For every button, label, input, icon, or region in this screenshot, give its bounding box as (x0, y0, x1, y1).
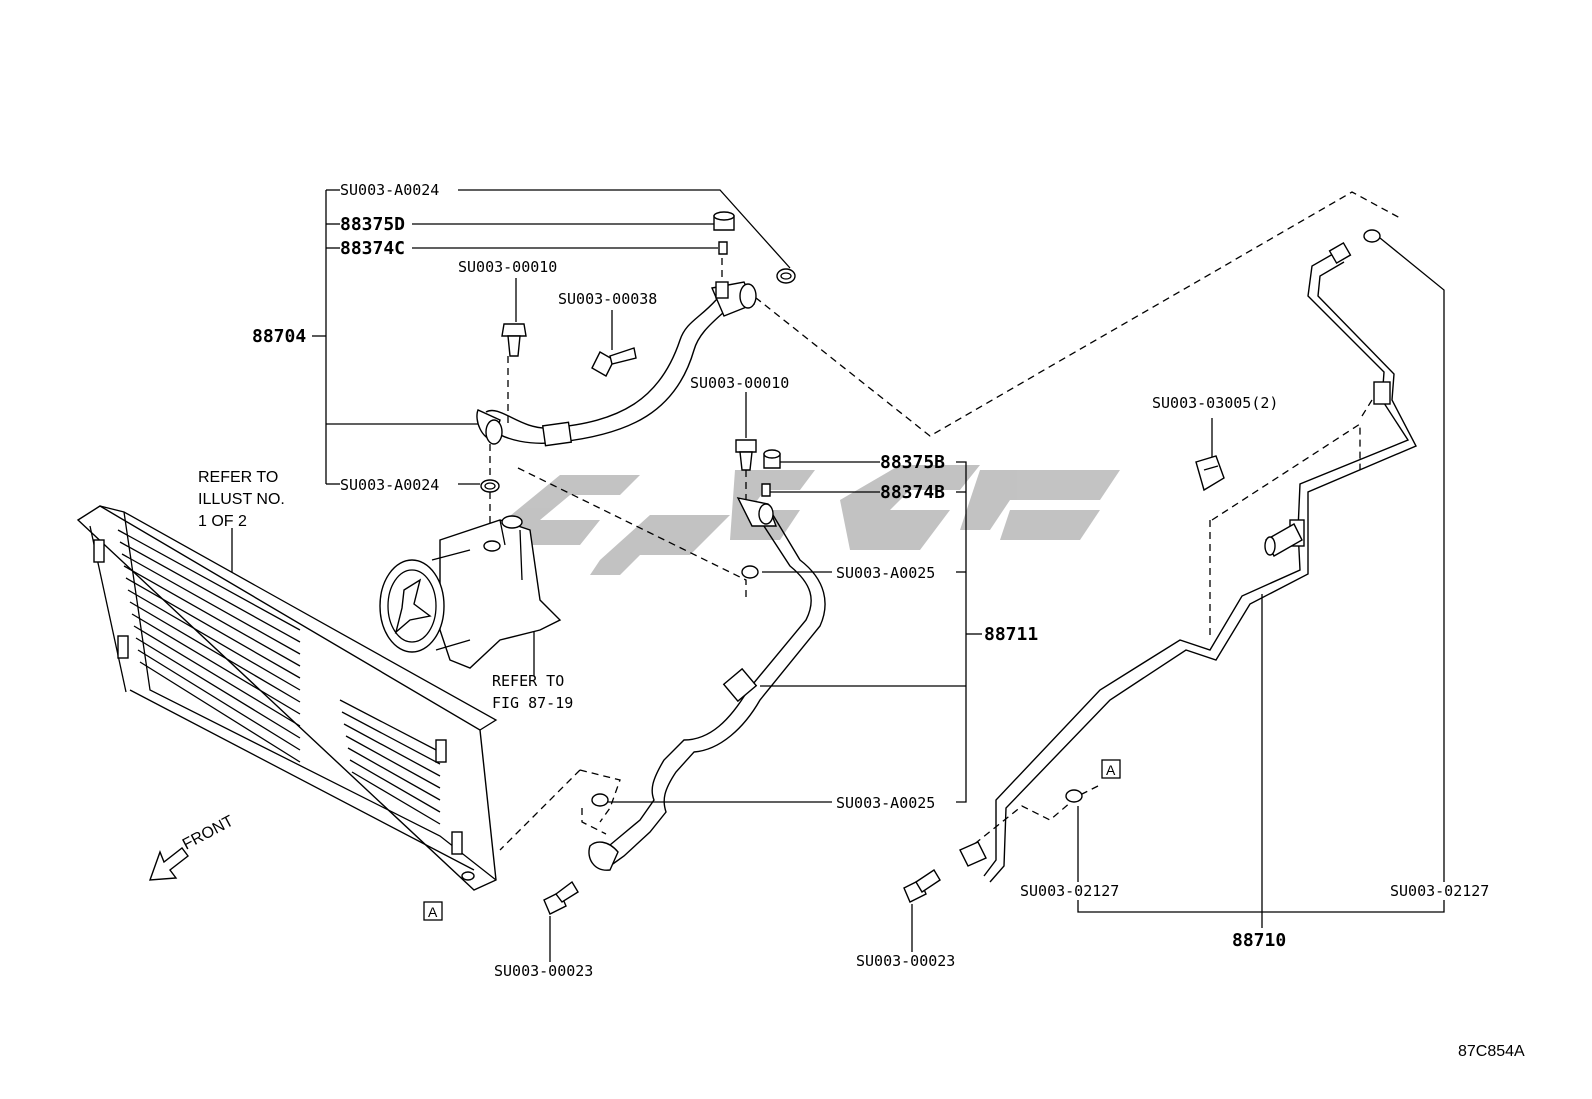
clamp-su003-03005 (1195, 455, 1225, 492)
label-su003-03005: SU003-03005(2) (1152, 394, 1278, 412)
figure-id: 87C854A (1458, 1043, 1525, 1060)
label-su003-00010-a: SU003-00010 (458, 258, 557, 276)
valve-core-88374c (718, 241, 728, 255)
label-su003-a0024-top: SU003-A0024 (340, 181, 439, 199)
pipe-joint (1373, 381, 1391, 405)
front-label: FRONT (180, 813, 237, 854)
compressor-clutch-hub (394, 578, 432, 634)
refer-fig-line2: FIG 87-19 (492, 694, 573, 712)
label-su003-02127-right: SU003-02127 (1390, 882, 1489, 900)
hose-88704 (476, 281, 757, 447)
o-ring-a0024-top (776, 268, 796, 284)
bolt-su003-00023-left (543, 880, 579, 915)
hose-sleeve-2 (722, 667, 758, 703)
condenser (76, 505, 498, 891)
pipe-end-fitting (1328, 241, 1352, 265)
bracket-88710 (1077, 237, 1445, 928)
bracket-88704 (312, 189, 791, 485)
condenser-port (461, 871, 475, 881)
label-su003-a0024-bottom: SU003-A0024 (340, 476, 439, 494)
bolt-su003-00038 (591, 347, 637, 377)
refer-fig-line1: REFER TO (492, 672, 564, 690)
watermark-logo (505, 465, 1120, 575)
condenser-bracket-2 (117, 635, 129, 659)
o-ring-a0024-bottom (480, 479, 500, 493)
callout-box-a-left (423, 901, 443, 921)
condenser-fins (117, 529, 441, 825)
label-88375d: 88375D (340, 214, 405, 235)
label-88374c: 88374C (340, 238, 405, 259)
label-su003-a0025-bottom: SU003-A0025 (836, 794, 935, 812)
small-parts (480, 211, 1381, 915)
o-ring-02127-right (1363, 229, 1381, 243)
compressor (379, 515, 562, 669)
label-88375b: 88375B (880, 452, 945, 473)
o-ring-02127-left (1065, 789, 1083, 803)
front-arrow-icon (148, 847, 189, 881)
box-a-right-text: A (1106, 762, 1116, 778)
hose-88711 (588, 497, 826, 871)
bolt-su003-00010-b (735, 439, 757, 471)
o-ring-a0025-bottom (591, 793, 609, 807)
pipe-88710 (959, 241, 1417, 883)
callout-box-a-right (1101, 759, 1121, 779)
leaders-su00023 (549, 904, 913, 962)
hose-fitting-bottom (588, 841, 619, 871)
condenser-bracket-1 (93, 539, 105, 563)
condenser-bracket-4 (451, 831, 463, 855)
label-su003-00038: SU003-00038 (558, 290, 657, 308)
box-a-left-text: A (428, 904, 438, 920)
label-su003-02127-left: SU003-02127 (1020, 882, 1119, 900)
o-ring-a0025-top (741, 565, 759, 579)
label-88711: 88711 (984, 624, 1038, 645)
label-su003-a0025-top: SU003-A0025 (836, 564, 935, 582)
bolt-su003-00023-right (903, 869, 941, 903)
label-su003-00023-left: SU003-00023 (494, 962, 593, 980)
label-su003-00023-right: SU003-00023 (856, 952, 955, 970)
condenser-bracket-3 (435, 739, 447, 763)
hose-sleeve (541, 421, 573, 447)
label-88704: 88704 (252, 326, 306, 347)
label-88374b: 88374B (880, 482, 945, 503)
refer-illust-line1: REFER TO (198, 469, 278, 486)
valve-core-88374b (761, 483, 771, 497)
pipe-end-bottom (959, 841, 987, 867)
label-su003-00010-b: SU003-00010 (690, 374, 789, 392)
label-88710: 88710 (1232, 930, 1286, 951)
bolt-su003-00010-a (501, 323, 527, 357)
refer-illust-line2: ILLUST NO. (198, 491, 285, 508)
refer-illust-line3: 1 OF 2 (198, 513, 247, 530)
